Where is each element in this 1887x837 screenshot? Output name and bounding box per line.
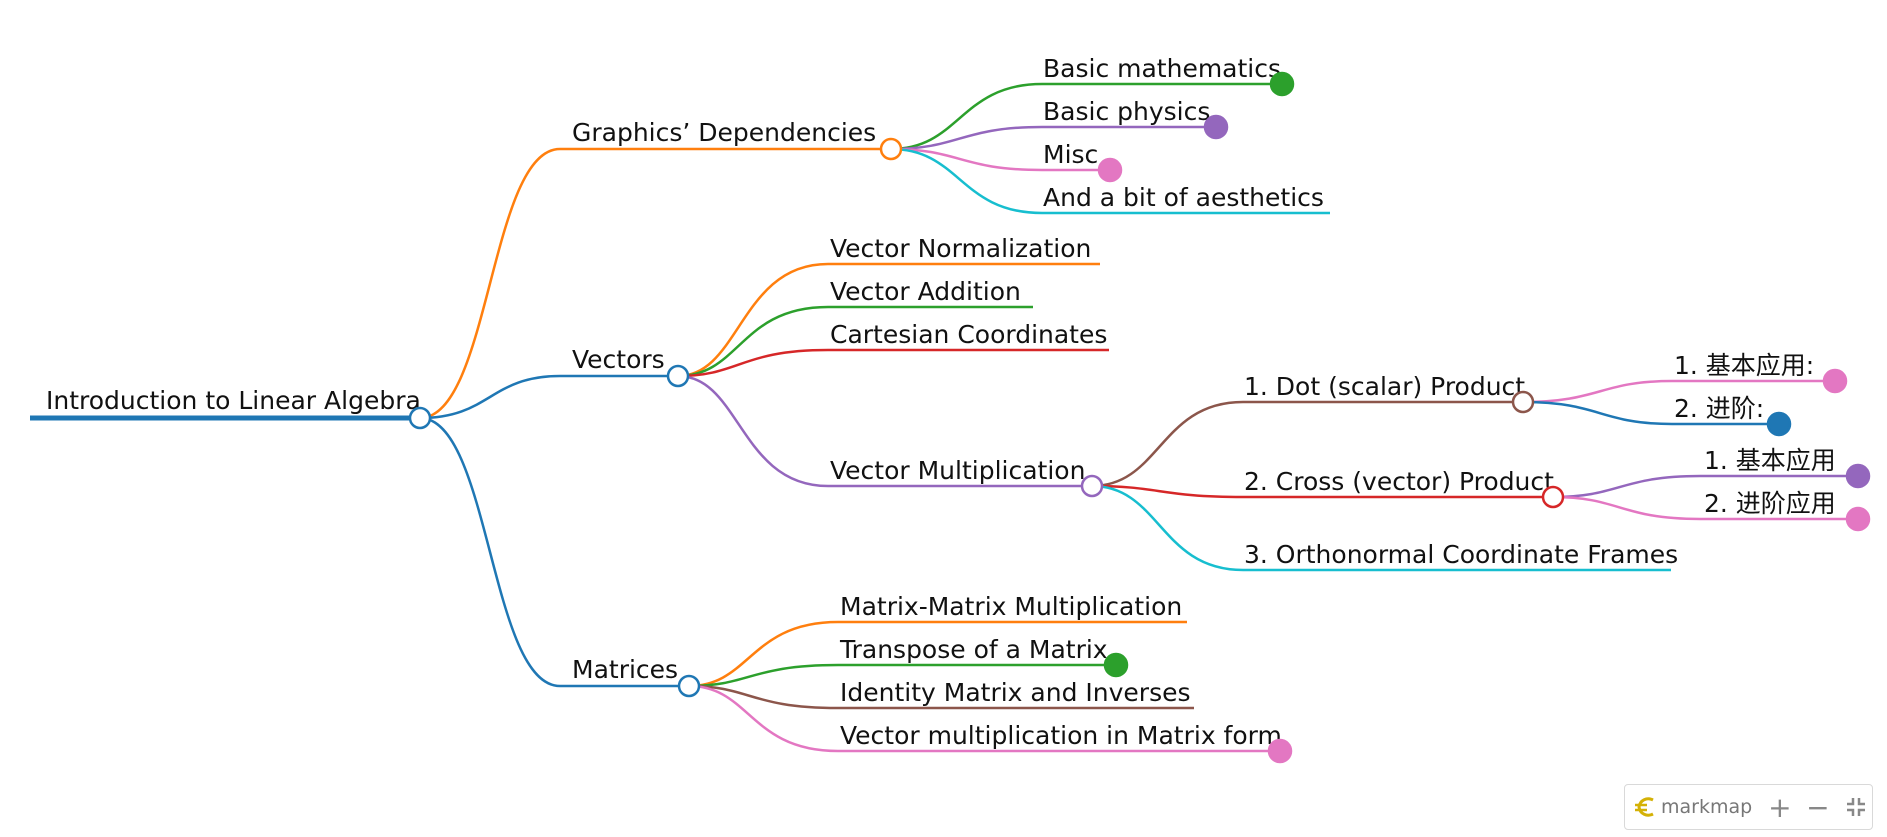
edge-dot-advanced xyxy=(1522,400,1779,426)
toggle-matrices[interactable] xyxy=(677,674,701,698)
node-basic-physics: Basic physics xyxy=(1043,97,1210,126)
node-transpose: Transpose of a Matrix xyxy=(839,635,1108,664)
collapsed-basic-mathematics[interactable] xyxy=(1269,71,1295,97)
edge-vectors-normalization xyxy=(677,262,1100,378)
node-identity-inverses: Identity Matrix and Inverses xyxy=(840,678,1191,707)
toggle-cross-product[interactable] xyxy=(1541,485,1565,509)
toggle-graphics[interactable] xyxy=(879,137,903,161)
zoom-in-button[interactable]: + xyxy=(1764,789,1796,825)
node-misc: Misc xyxy=(1043,140,1098,169)
node-matrix-matrix-multiplication: Matrix-Matrix Multiplication xyxy=(840,592,1182,621)
node-vectors: Vectors xyxy=(572,345,665,374)
edge-graphics-aesthetics xyxy=(890,147,1330,215)
toggle-vectors[interactable] xyxy=(666,364,690,388)
edge-matrices-transpose xyxy=(688,663,1116,688)
node-dot-product: 1. Dot (scalar) Product xyxy=(1244,372,1525,401)
collapsed-vector-mult-matrix[interactable] xyxy=(1267,738,1293,764)
toggle-root[interactable] xyxy=(408,406,432,430)
edge-graphics-physics xyxy=(890,125,1216,151)
node-dot-advanced: 2. 进阶: xyxy=(1674,394,1764,423)
markmap-logo-icon xyxy=(1635,797,1654,817)
edge-vectors-multiplication xyxy=(677,374,1092,488)
node-basic-mathematics: Basic mathematics xyxy=(1043,54,1281,83)
node-orthonormal-frames: 3. Orthonormal Coordinate Frames xyxy=(1244,540,1678,569)
node-graphics: Graphics’ Dependencies xyxy=(572,118,876,147)
fit-to-screen-button[interactable] xyxy=(1840,789,1872,825)
markmap-brand-link[interactable]: markmap xyxy=(1625,794,1758,820)
edge-root-matrices xyxy=(419,416,689,688)
edge-mult-dot xyxy=(1091,400,1523,488)
edge-mult-ortho xyxy=(1091,484,1671,572)
node-cartesian-coordinates: Cartesian Coordinates xyxy=(830,320,1107,349)
mindmap-edges xyxy=(30,82,1858,753)
edge-matrices-identity xyxy=(688,684,1194,710)
edge-graphics-math xyxy=(890,82,1282,151)
node-aesthetics: And a bit of aesthetics xyxy=(1043,183,1324,212)
collapsed-cross-advanced[interactable] xyxy=(1845,506,1871,532)
edge-matrices-mm xyxy=(688,620,1187,688)
collapsed-cross-basic[interactable] xyxy=(1845,463,1871,489)
collapsed-transpose[interactable] xyxy=(1103,652,1129,678)
node-cross-basic: 1. 基本应用 xyxy=(1704,446,1836,475)
collapsed-misc[interactable] xyxy=(1097,157,1123,183)
edge-cross-basic xyxy=(1552,474,1858,499)
node-matrices: Matrices xyxy=(572,655,678,684)
markmap-toolbar: markmap + − xyxy=(1624,784,1873,830)
edge-vectors-addition xyxy=(677,305,1033,378)
node-cross-advanced: 2. 进阶应用 xyxy=(1704,489,1836,518)
edge-root-graphics xyxy=(419,147,891,420)
node-cross-product: 2. Cross (vector) Product xyxy=(1244,467,1554,496)
node-vector-normalization: Vector Normalization xyxy=(830,234,1091,263)
node-vector-addition: Vector Addition xyxy=(830,277,1021,306)
zoom-out-button[interactable]: − xyxy=(1802,789,1834,825)
edge-cross-advanced xyxy=(1552,495,1858,521)
edge-vectors-cartesian xyxy=(677,348,1109,378)
zoom-out-icon: − xyxy=(1806,790,1830,824)
node-vector-multiplication: Vector Multiplication xyxy=(830,456,1085,485)
node-vector-mult-matrix: Vector multiplication in Matrix form xyxy=(840,721,1282,750)
node-dot-basic: 1. 基本应用: xyxy=(1674,351,1814,380)
mindmap-circles xyxy=(408,71,1871,764)
edge-mult-cross xyxy=(1091,484,1553,499)
node-root: Introduction to Linear Algebra xyxy=(46,386,421,415)
markmap-brand-label: markmap xyxy=(1661,796,1753,818)
collapsed-basic-physics[interactable] xyxy=(1203,114,1229,140)
collapsed-dot-advanced[interactable] xyxy=(1766,411,1792,437)
collapsed-dot-basic[interactable] xyxy=(1822,368,1848,394)
zoom-in-icon: + xyxy=(1768,790,1792,824)
mindmap-labels: Introduction to Linear Algebra Graphics’… xyxy=(46,54,1836,750)
toggle-dot-product[interactable] xyxy=(1511,390,1535,414)
edge-graphics-misc xyxy=(890,147,1110,172)
edge-dot-basic xyxy=(1522,379,1835,404)
toggle-vector-multiplication[interactable] xyxy=(1080,474,1104,498)
edge-matrices-vecmul xyxy=(688,684,1280,753)
edge-root-vectors xyxy=(419,374,678,420)
fit-to-screen-icon xyxy=(1846,798,1865,816)
